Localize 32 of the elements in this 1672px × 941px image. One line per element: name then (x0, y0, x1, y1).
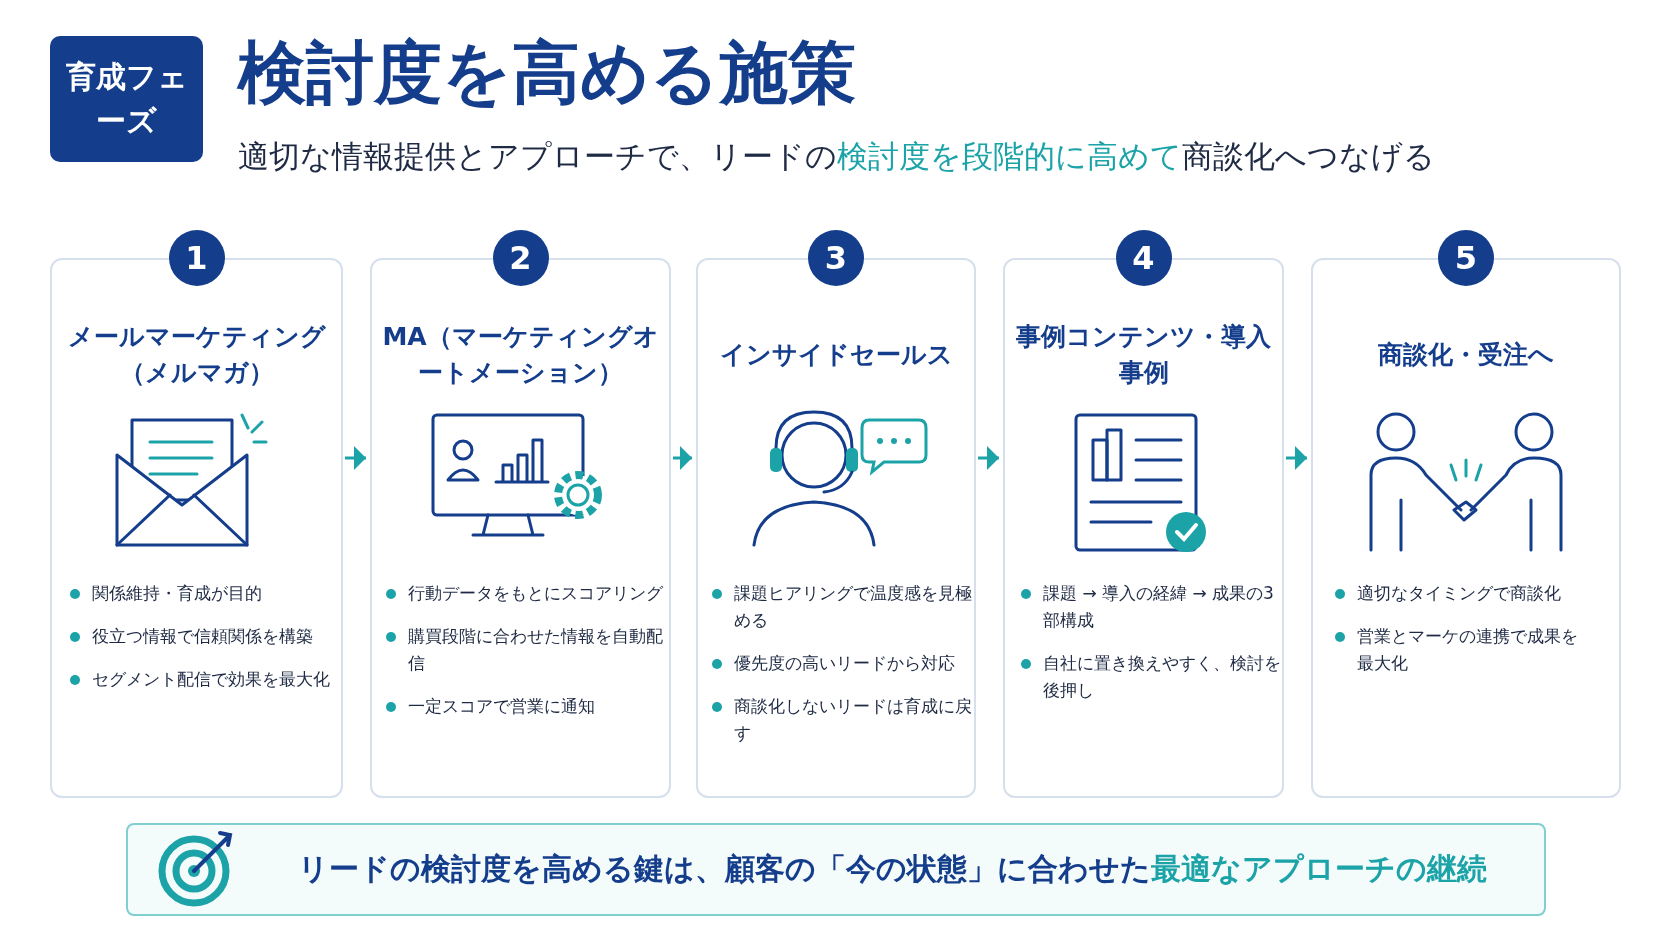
bullet-item: セグメント配信で効果を最大化 (68, 666, 338, 693)
card-heading: 事例コンテンツ・導入事例 (1015, 321, 1272, 389)
page-title: 検討度を高める施策 (238, 32, 856, 114)
bullet-item: 行動データをもとにスコアリング (384, 580, 669, 607)
bullet-item: 課題 → 導入の経緯 → 成果の3部構成 (1019, 580, 1281, 634)
card-heading: 商談化・受注へ (1377, 339, 1555, 371)
step-number: 5 (1438, 230, 1494, 286)
bullet-item: 自社に置き換えやすく、検討を後押し (1019, 650, 1281, 704)
step-number: 3 (808, 230, 864, 286)
bullet-item: 課題ヒアリングで温度感を見極める (710, 580, 974, 634)
arrow (345, 446, 366, 470)
step-number: 4 (1115, 230, 1172, 286)
bullet-item: 営業とマーケの連携で成果を最大化 (1333, 623, 1593, 677)
card-heading: インサイドセールス (718, 339, 954, 371)
key-message-text: リードの検討度を高める鍵は、顧客の「今の状態」に合わせた最適なアプローチの継続 (298, 850, 1487, 888)
bullet-item: 役立つ情報で信頼関係を構築 (68, 623, 338, 650)
step-number: 2 (492, 230, 549, 286)
card-heading: MA（マーケティングオートメーション） (382, 321, 659, 389)
phase-badge: 育成フェーズ (50, 36, 203, 162)
card-heading: メールマーケティング（メルマガ） (66, 321, 327, 389)
bullet-item: 商談化しないリードは育成に戻す (710, 693, 974, 747)
arrow (673, 446, 692, 470)
bullet-item: 購買段階に合わせた情報を自動配信 (384, 623, 669, 677)
arrow (1286, 446, 1307, 470)
bullet-item: 一定スコアで営業に通知 (384, 693, 669, 720)
bullet-item: 関係維持・育成が目的 (68, 580, 338, 607)
step-number: 1 (168, 230, 225, 286)
key-message-banner (126, 823, 1546, 916)
bullet-item: 適切なタイミングで商談化 (1333, 580, 1593, 607)
bullet-item: 優先度の高いリードから対応 (710, 650, 974, 677)
arrow (978, 446, 999, 470)
subtitle: 適切な情報提供とアプローチで、リードの検討度を段階的に高めて商談化へつなげる (238, 137, 1435, 176)
